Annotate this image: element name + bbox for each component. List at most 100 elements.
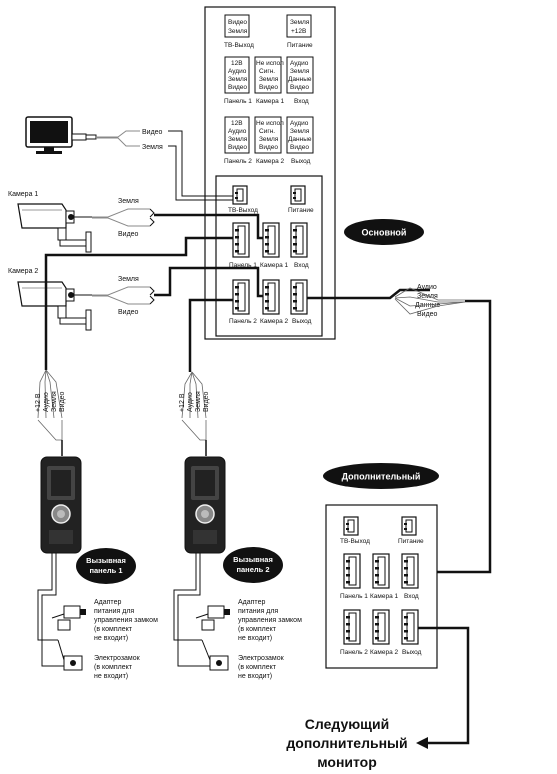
legend-tvout-line1: Видео	[228, 19, 247, 26]
camera1-title: Камера 1	[8, 191, 38, 198]
tv-monitor	[25, 116, 97, 154]
main-tvout-connector	[232, 185, 248, 205]
legend-camera1-pin4: Видео	[259, 84, 278, 91]
panel2-video-label: Видео	[203, 391, 210, 412]
next-monitor-line2: дополнительный	[286, 735, 407, 751]
bus-audio-label: Аудио	[417, 284, 437, 291]
adapter1-icon	[51, 605, 86, 631]
legend-panel1-pin3: Земля	[228, 76, 248, 83]
lock1-line3: не входит)	[94, 673, 128, 680]
extra-input-label: Вход	[404, 593, 419, 600]
call-panel1-device	[40, 456, 82, 554]
lock2-icon	[201, 639, 229, 671]
extra-power-label: Питание	[398, 538, 424, 545]
extra-input-connector	[401, 553, 419, 589]
camera1-ground-label: Земля	[118, 198, 139, 205]
main-input-label: Вход	[294, 262, 309, 269]
camera1-video-label: Видео	[118, 231, 139, 238]
next-monitor-arrow-icon	[416, 737, 428, 749]
tv-video-label: Видео	[142, 129, 163, 136]
extra-badge-label: Дополнительный	[342, 472, 421, 482]
legend-input-pin1: Аудио	[290, 60, 309, 67]
adapter1-line5: не входит)	[94, 635, 128, 642]
extra-camera2-connector	[372, 609, 390, 645]
extra-panel2-connector	[343, 609, 361, 645]
legend-camera2-caption: Камера 2	[256, 158, 285, 165]
legend-panel2-pin2: Аудио	[228, 128, 247, 135]
main-input-connector	[290, 222, 308, 258]
adapter1-line2: питания для	[94, 608, 134, 615]
tv-ground-label: Земля	[142, 144, 163, 151]
legend-panel2-pin4: Видео	[228, 144, 247, 151]
panel2-12v-label: +12 В	[179, 393, 186, 412]
legend-tvout-caption: ТВ-Выход	[224, 42, 254, 49]
main-camera1-label: Камера 1	[260, 262, 289, 269]
panel2-audio-label: Аудио	[187, 392, 194, 412]
adapter2-line4: (в комплект	[238, 626, 277, 633]
camera2-title: Камера 2	[8, 268, 38, 275]
extra-power-connector	[401, 516, 417, 536]
call-panel1-line2: панель 1	[89, 566, 122, 575]
call-panel2-line2: панель 2	[236, 565, 269, 574]
legend-camera2-pin1: Не испол	[256, 120, 284, 127]
call-panel2-line1: Вызывная	[233, 555, 273, 564]
panel1-wiring: +12 В Аудио Земля Видео	[35, 350, 66, 456]
legend-power-line2: +12В	[291, 28, 306, 35]
adapter2-line3: управления замком	[238, 617, 302, 624]
main-output-connector	[290, 279, 308, 315]
extra-output-label: Выход	[402, 649, 422, 656]
legend-panel2-caption: Панель 2	[224, 158, 252, 165]
legend-output-pin2: Земля	[290, 128, 310, 135]
panel2-ground-label: Земля	[195, 391, 202, 412]
extra-camera2-label: Камера 2	[370, 649, 399, 656]
main-panel1-connector	[232, 222, 250, 258]
call-panel1-line1: Вызывная	[86, 556, 126, 565]
legend-input-caption: Вход	[294, 98, 309, 105]
legend-power-caption: Питание	[287, 42, 313, 49]
lock2-line1: Электрозамок	[238, 655, 285, 662]
adapter1-line1: Адаптер	[94, 599, 121, 606]
main-camera2-connector	[262, 279, 280, 315]
main-badge-label: Основной	[362, 228, 407, 238]
panel1-audio-label: Аудио	[43, 392, 50, 412]
legend-input-pin4: Видео	[290, 84, 309, 91]
legend-panel2-pin3: Земля	[228, 136, 248, 143]
legend-output-pin4: Видео	[290, 144, 309, 151]
legend-tvout-line2: Земля	[228, 28, 248, 35]
legend-input-pin2: Земля	[290, 68, 310, 75]
camera1-icon	[17, 203, 92, 253]
main-tvout-label: ТВ-Выход	[228, 207, 258, 214]
legend-panel1-caption: Панель 1	[224, 98, 252, 105]
call-panel2-badge: Вызывная панель 2	[223, 547, 283, 583]
legend-panel1-pin4: Видео	[228, 84, 247, 91]
adapter2-icon	[195, 605, 230, 631]
legend-camera1-pin3: Земля	[259, 76, 279, 83]
main-panel2-label: Панель 2	[229, 318, 257, 325]
legend-panel1-pin1: 12В	[231, 60, 243, 67]
camera2-icon	[17, 281, 92, 331]
legend-input-pin3: Данные	[288, 76, 312, 83]
legend-output-pin3: Данные	[288, 136, 312, 143]
main-panel1-label: Панель 1	[229, 262, 257, 269]
legend-panel1-pin2: Аудио	[228, 68, 247, 75]
main-badge: Основной	[344, 219, 424, 245]
bus-ground-label: Земля	[417, 293, 438, 300]
extra-unit: ТВ-Выход Питание Панель 1 Камера 1 Вход …	[325, 504, 438, 669]
lock1-line1: Электрозамок	[94, 655, 141, 662]
camera2-video-label: Видео	[118, 309, 139, 316]
panel1-12v-label: +12 В	[35, 393, 42, 412]
legend-output-pin1: Аудио	[290, 120, 309, 127]
legend-output-caption: Выход	[291, 158, 311, 165]
panel1-ground-label: Земля	[51, 391, 58, 412]
panel2-wiring: +12 В Аудио Земля Видео	[179, 350, 210, 456]
extra-panel1-connector	[343, 553, 361, 589]
adapter1-line3: управления замком	[94, 617, 158, 624]
extra-camera1-label: Камера 1	[370, 593, 399, 600]
next-monitor-line1: Следующий	[305, 716, 389, 732]
extra-tvout-label: ТВ-Выход	[340, 538, 370, 545]
extra-camera1-connector	[372, 553, 390, 589]
legend-camera2-pin2: Сигн.	[259, 128, 275, 135]
panel1-video-label: Видео	[59, 391, 66, 412]
next-monitor-line3: монитор	[317, 754, 377, 770]
